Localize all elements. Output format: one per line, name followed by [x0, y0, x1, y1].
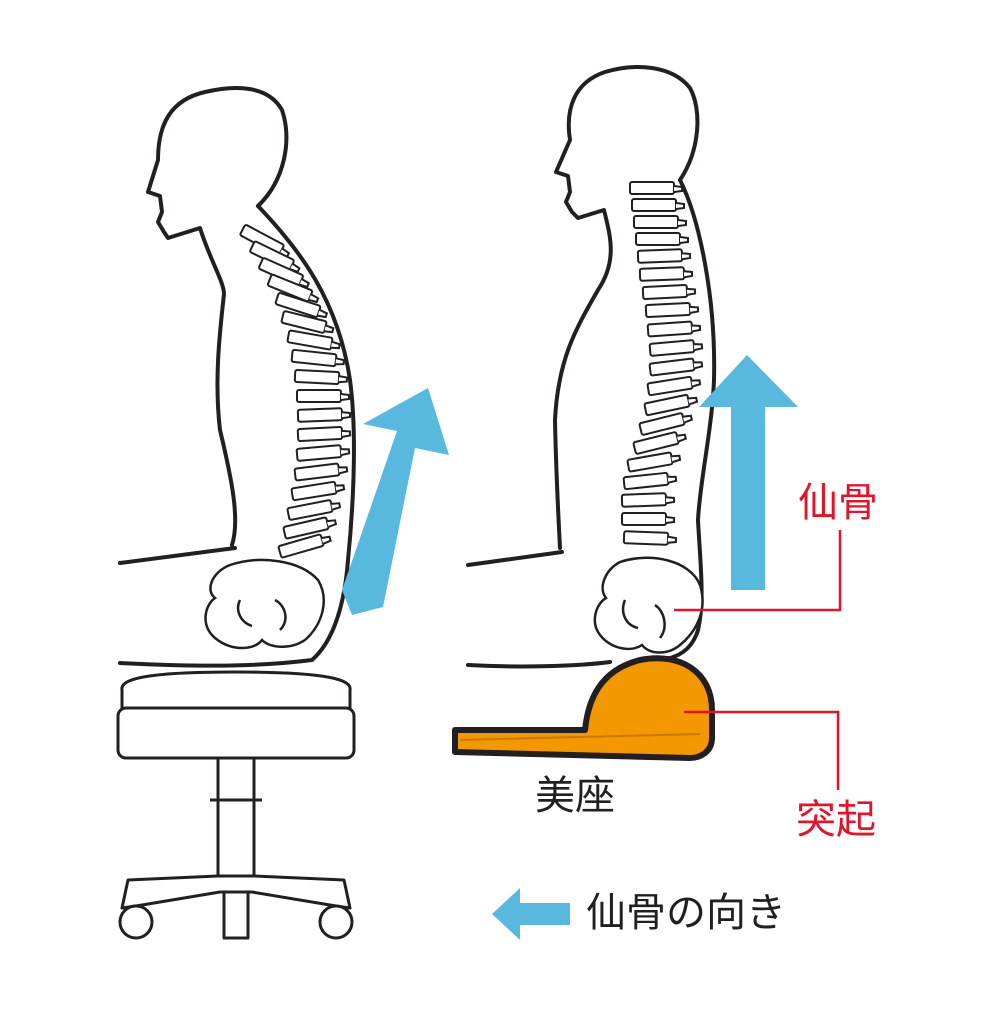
left-sacrum-arrow: [342, 388, 449, 615]
left-pelvis: [204, 558, 325, 650]
right-thigh-bottom: [466, 660, 612, 669]
cushion: [452, 655, 715, 761]
stool-seat-top: [120, 670, 352, 712]
right-figure: [466, 65, 717, 669]
legend-label: 仙骨の向き: [586, 890, 786, 936]
stool-column: [216, 756, 256, 880]
left-head-outline: [146, 86, 289, 547]
left-spine: [238, 223, 352, 559]
right-back-outline: [658, 178, 717, 662]
stool-wheel-left: [118, 904, 154, 940]
left-back-outline: [256, 204, 356, 662]
left-thigh-top: [118, 546, 237, 565]
right-sacrum-arrow: [699, 355, 798, 590]
cushion-label: 美座: [535, 773, 615, 819]
left-figure: [118, 86, 356, 668]
protrusion-callout-line: [684, 710, 840, 790]
legend-arrow-icon: [492, 888, 570, 940]
sacrum-callout-line: [674, 530, 842, 612]
right-head-outline: [553, 65, 700, 550]
stool-seat: [116, 706, 356, 760]
right-spine: [620, 181, 704, 547]
left-thigh-bottom: [118, 658, 314, 668]
callout-lines: [674, 530, 842, 790]
stool: [116, 670, 356, 940]
stool-wheel-right: [318, 904, 354, 940]
right-thigh-top: [466, 550, 564, 567]
stool-foot-center: [222, 890, 250, 940]
protrusion-label: 突起: [796, 797, 876, 843]
right-pelvis: [593, 556, 704, 654]
cushion-inner-line: [459, 733, 701, 741]
sacrum-label: 仙骨: [798, 480, 878, 526]
